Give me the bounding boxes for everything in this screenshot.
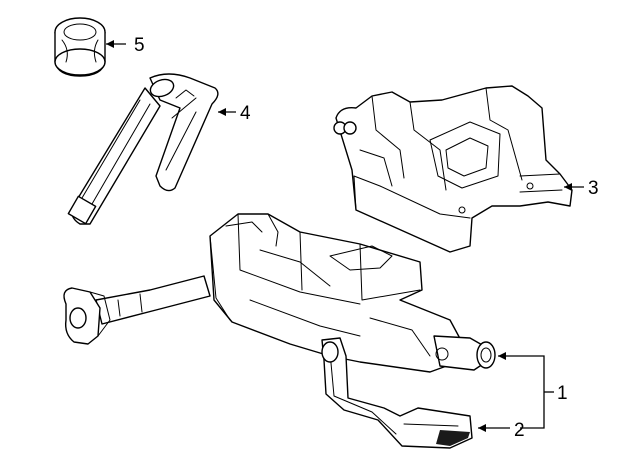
part-5-bushing <box>54 17 106 77</box>
callout-label-4: 4 <box>240 103 251 124</box>
arrowhead-2 <box>478 424 486 432</box>
leader-1-bracket <box>498 355 545 429</box>
callout-leaders <box>106 40 584 432</box>
part-1-steering-column <box>63 213 496 373</box>
arrowhead-4 <box>218 108 226 116</box>
callout-label-1: 1 <box>557 383 568 404</box>
callout-label-2: 2 <box>514 420 525 441</box>
part-4-tilt-lever <box>67 73 219 225</box>
callout-label-5: 5 <box>134 35 145 56</box>
part-2-release-lever <box>321 337 473 449</box>
part-3-mounting-bracket <box>333 85 573 253</box>
callout-label-3: 3 <box>588 178 599 199</box>
arrowhead-1 <box>498 352 506 360</box>
arrowhead-5 <box>106 40 114 48</box>
arrowhead-3 <box>564 183 572 191</box>
